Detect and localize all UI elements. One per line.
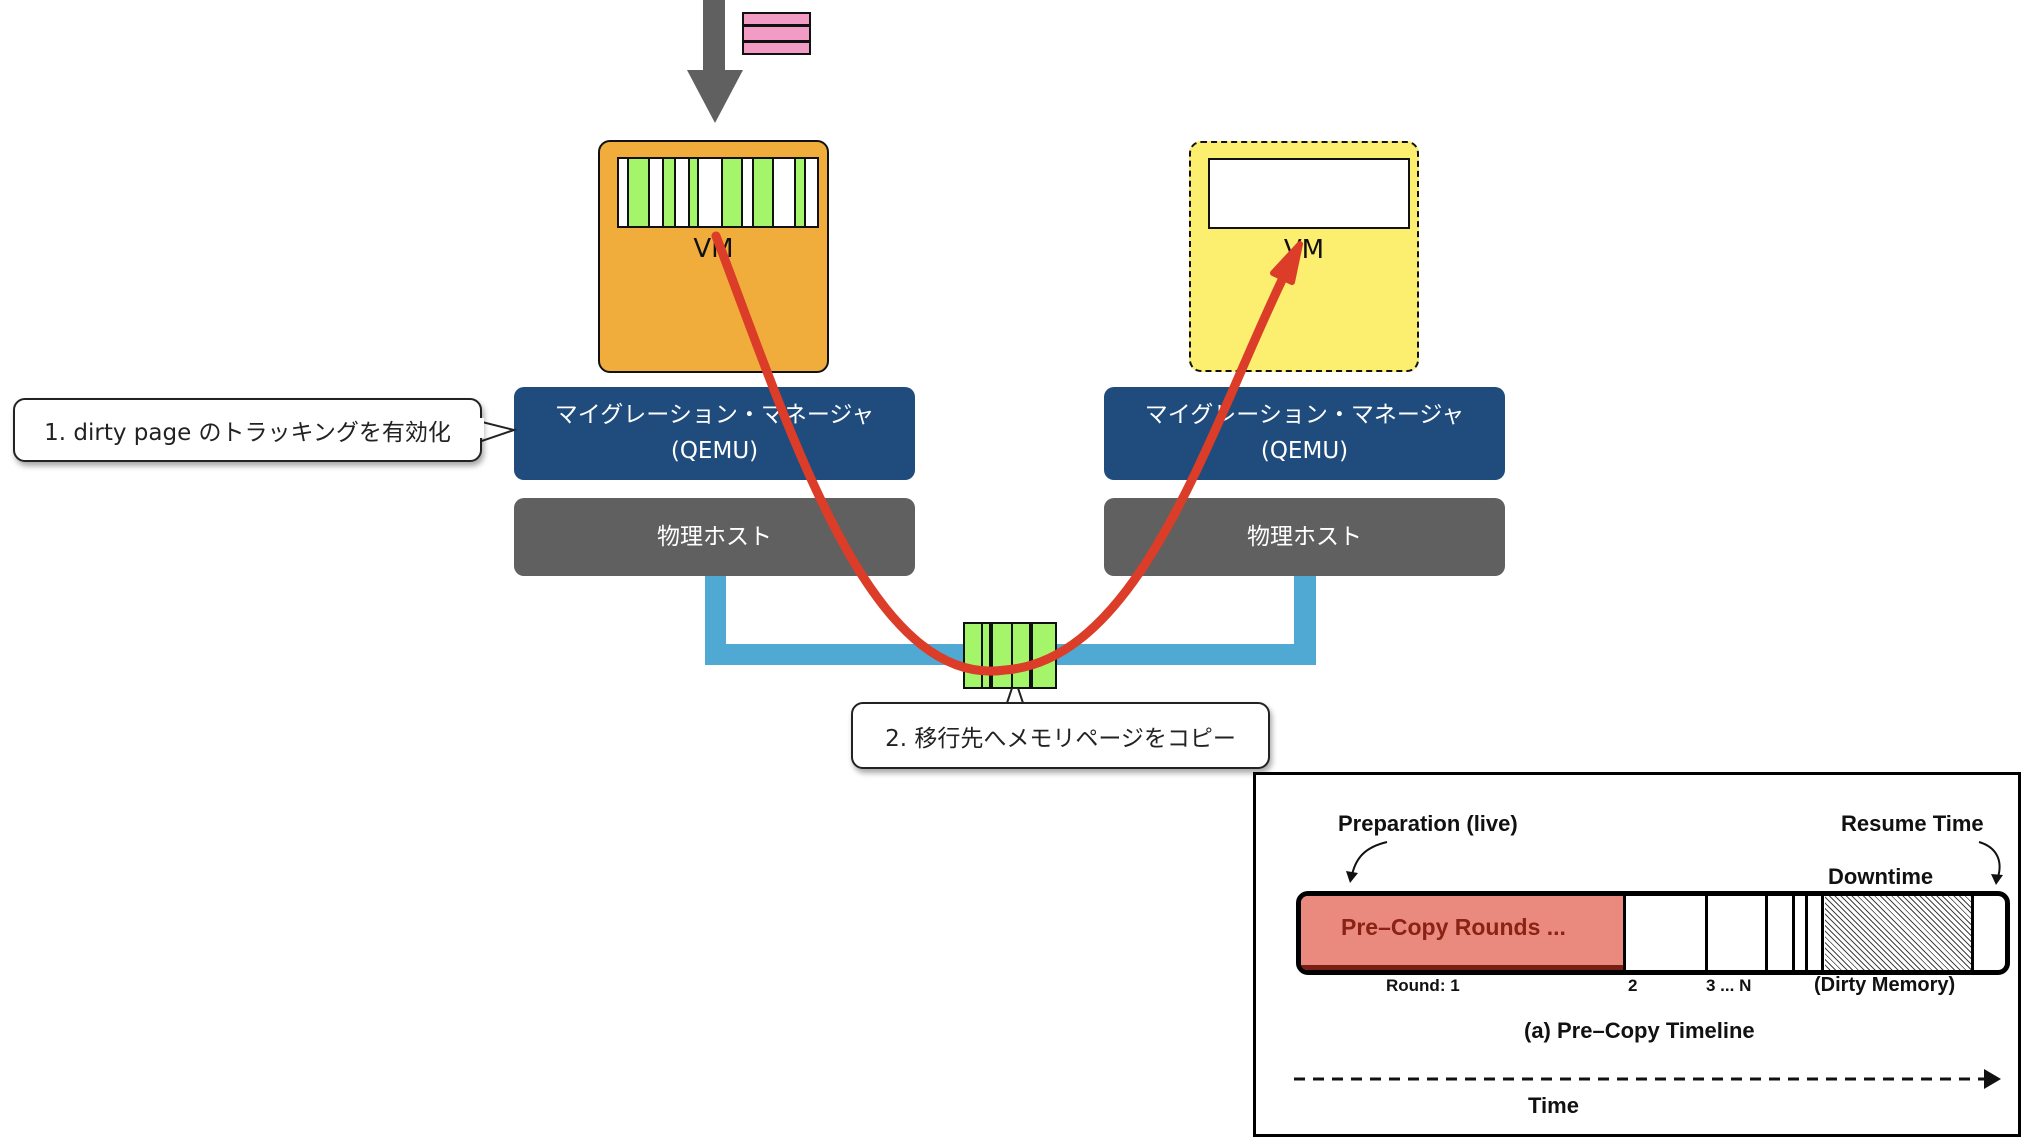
source-vm-label: VM xyxy=(693,234,734,264)
dirty-memory-segment xyxy=(1825,896,1971,970)
time-axis-arrow-icon xyxy=(1294,1069,2001,1089)
network-link-right xyxy=(1294,576,1316,665)
callout-step1: 1. dirty page のトラッキングを有効化 xyxy=(13,398,482,462)
source-manager-subtitle: (QEMU) xyxy=(670,438,759,464)
callout1-joint xyxy=(478,418,484,438)
round-divider xyxy=(1623,896,1626,970)
destination-manager-title: マイグレーション・マネージャ xyxy=(1144,402,1465,428)
timeline-bar: Pre–Copy Rounds ... xyxy=(1296,891,2010,975)
round-divider xyxy=(1821,896,1824,970)
destination-host-label: 物理ホスト xyxy=(1247,524,1362,550)
resume-time-label: Resume Time xyxy=(1841,811,1984,836)
memory-page-packet xyxy=(963,622,1057,689)
destination-vm[interactable]: VM xyxy=(1189,141,1419,372)
destination-memory-pages xyxy=(1208,158,1410,229)
round3n-label: 3 ... N xyxy=(1706,976,1752,995)
source-physical-host[interactable]: 物理ホスト xyxy=(514,498,915,576)
round1-label: Round: 1 xyxy=(1386,976,1460,995)
source-manager-title: マイグレーション・マネージャ xyxy=(554,402,875,428)
source-vm[interactable]: VM xyxy=(598,140,829,373)
write-arrow-icon xyxy=(687,0,743,123)
callout-step1-text: 1. dirty page のトラッキングを有効化 xyxy=(44,420,451,446)
destination-vm-label: VM xyxy=(1283,235,1325,265)
source-migration-manager[interactable]: マイグレーション・マネージャ (QEMU) xyxy=(514,387,915,480)
round-divider xyxy=(1805,896,1808,970)
resume-arrow-icon xyxy=(1978,841,2001,878)
callout-step2: 2. 移行先へメモリページをコピー xyxy=(851,702,1270,769)
precopy-rounds-segment: Pre–Copy Rounds ... xyxy=(1301,896,1623,970)
preparation-label: Preparation (live) xyxy=(1338,811,1518,836)
dirty-memory-label: (Dirty Memory) xyxy=(1814,974,1956,996)
round-divider xyxy=(1792,896,1795,970)
source-memory-pages xyxy=(617,157,819,228)
destination-physical-host[interactable]: 物理ホスト xyxy=(1104,498,1505,576)
downtime-label: Downtime xyxy=(1828,864,1934,889)
destination-manager-subtitle: (QEMU) xyxy=(1260,438,1349,464)
source-host-label: 物理ホスト xyxy=(657,524,772,550)
timeline-curved-arrows xyxy=(1346,841,2003,885)
written-pages-icon xyxy=(742,12,811,55)
preparation-arrow-icon xyxy=(1351,841,1388,876)
round-divider xyxy=(1765,896,1768,970)
precopy-rounds-label: Pre–Copy Rounds ... xyxy=(1341,914,1566,940)
destination-migration-manager[interactable]: マイグレーション・マネージャ (QEMU) xyxy=(1104,387,1505,480)
precopy-timeline-inset: Preparation (live) Resume Time Downtime … xyxy=(1253,772,2021,1137)
timeline-caption: (a) Pre–Copy Timeline xyxy=(1524,1018,1755,1043)
time-label: Time xyxy=(1528,1093,1579,1118)
round-divider xyxy=(1971,896,1974,970)
callout-step2-text: 2. 移行先へメモリページをコピー xyxy=(885,725,1236,752)
round2-label: 2 xyxy=(1628,976,1638,995)
round-divider xyxy=(1705,896,1708,970)
